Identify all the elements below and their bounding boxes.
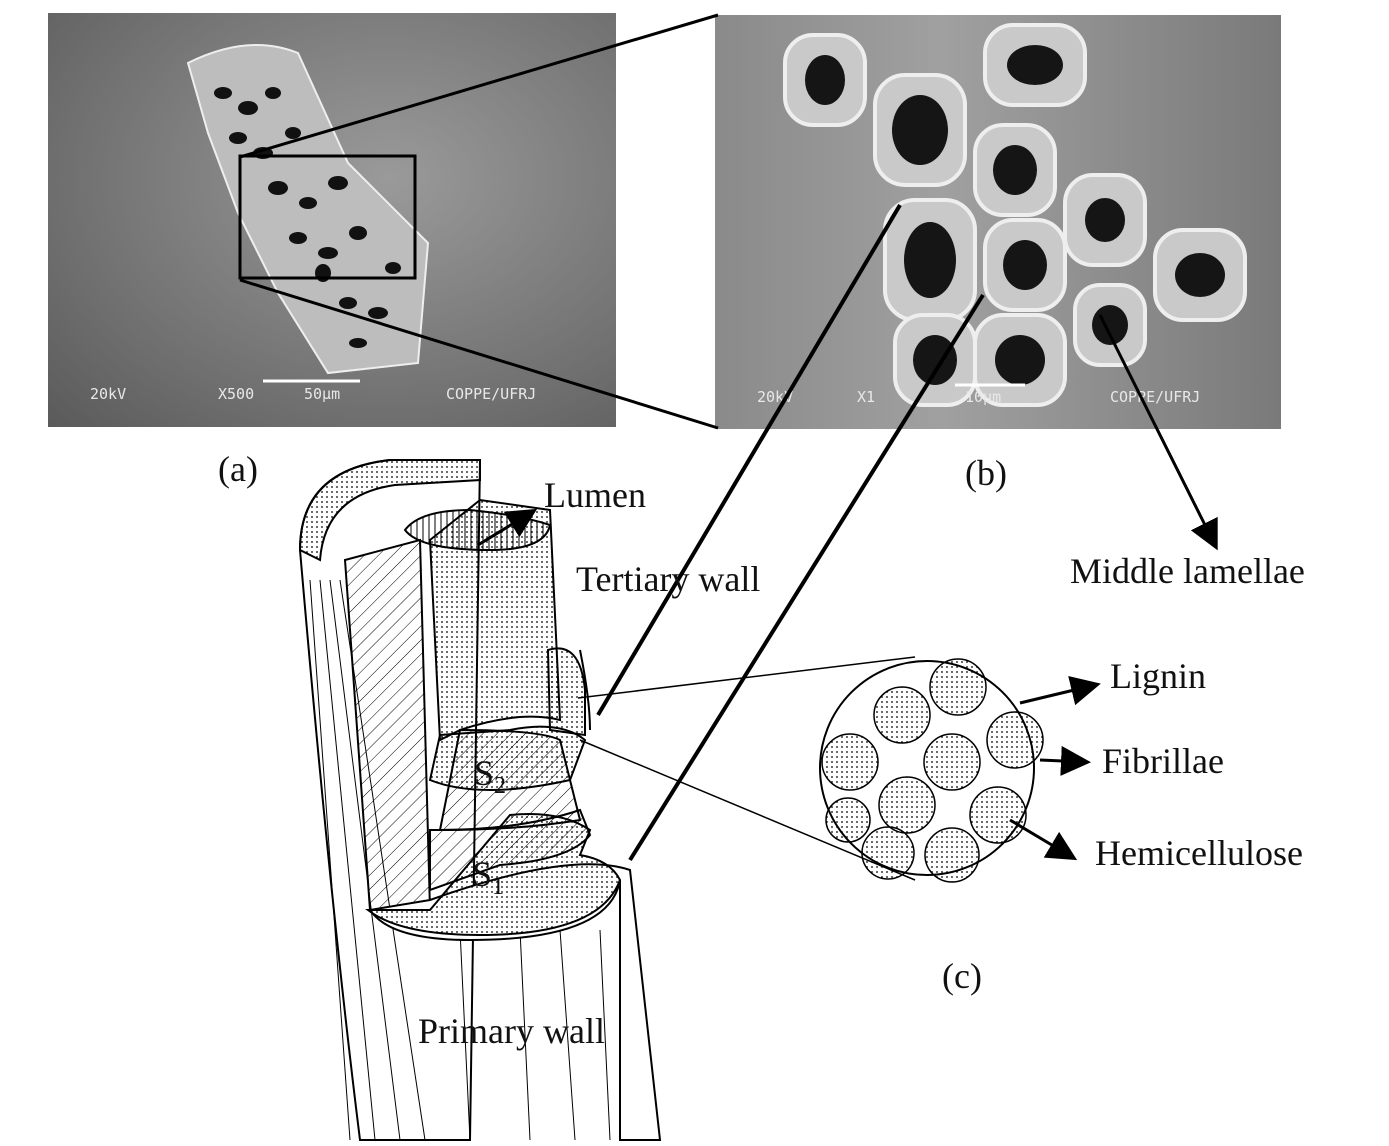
- pointer-line-2: [628, 293, 985, 862]
- lignin-label: Lignin: [1110, 656, 1206, 696]
- sem-scale: 10µm: [965, 388, 1002, 406]
- panel-label-c: (c): [942, 956, 982, 996]
- fibrillae-label: Fibrillae: [1102, 741, 1224, 781]
- zoom-line-bottom: [239, 278, 719, 430]
- lumen-arrow: [477, 508, 538, 547]
- sem-lab: COPPE/UFRJ: [446, 385, 537, 403]
- lumen-label: Lumen: [544, 475, 646, 515]
- s1-label: S1: [472, 853, 504, 901]
- primary-wall-label: Primary wall: [418, 1011, 605, 1051]
- s2-label: S2: [474, 752, 506, 800]
- microfibril-cross-section: [819, 658, 1044, 883]
- zoom-region-box: [238, 154, 417, 280]
- panel-label-a: (a): [218, 449, 258, 489]
- sem-voltage: 20kV: [90, 385, 127, 403]
- lignin-arrow: [1019, 676, 1101, 706]
- tertiary-wall-label: Tertiary wall: [576, 559, 761, 599]
- zoom-line-top: [239, 13, 719, 159]
- s2-subscript: 2: [494, 773, 507, 800]
- sem-magnification: X1: [857, 388, 876, 406]
- middle-lamellae-label: Middle lamellae: [1070, 551, 1305, 591]
- s1-letter: S: [472, 854, 493, 894]
- panel-label-b: (b): [965, 453, 1007, 493]
- pointer-line-1: [596, 203, 902, 717]
- hemicellulose-arrow: [1009, 818, 1078, 861]
- hemicellulose-label: Hemicellulose: [1095, 833, 1303, 873]
- sem-lab: COPPE/UFRJ: [1110, 388, 1201, 406]
- fiber-cells-b: [783, 23, 1247, 407]
- sem-image-a: 20kV X500 50µm COPPE/UFRJ: [48, 13, 616, 427]
- s2-letter: S: [474, 753, 495, 793]
- fibrillae-arrow: [1039, 745, 1091, 776]
- middle-lamellae-arrow: [1098, 314, 1218, 551]
- sem-scale: 50µm: [304, 385, 341, 403]
- sem-magnification: X500: [218, 385, 255, 403]
- s1-subscript: 1: [492, 874, 505, 901]
